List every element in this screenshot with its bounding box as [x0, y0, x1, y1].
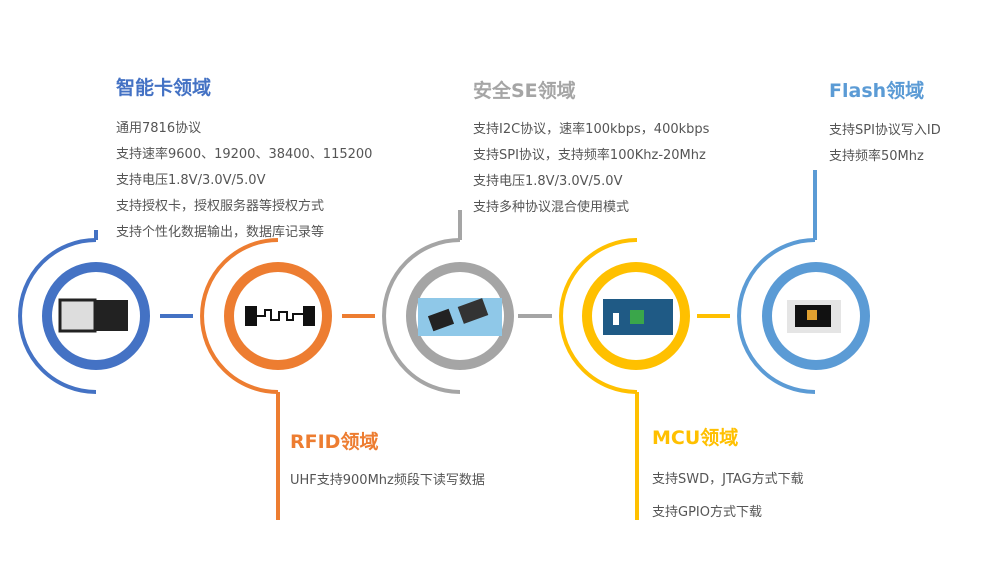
mcu-features: 支持SWD，JTAG方式下载 支持GPIO方式下载 — [652, 463, 804, 529]
feature: 支持授权卡，授权服务器等授权方式 — [116, 199, 325, 214]
flash-title: Flash领域 — [829, 80, 925, 102]
feature: 支持频率50Mhz — [829, 149, 924, 164]
se-node — [382, 210, 552, 394]
feature: 支持速率9600、19200、38400、115200 — [116, 147, 373, 162]
smartcard-node — [18, 230, 193, 394]
feature: 支持I2C协议，速率100kbps，400kbps — [473, 122, 710, 137]
flash-chip-image — [787, 300, 841, 333]
smartcard-arc — [18, 238, 97, 394]
feature: 支持GPIO方式下载 — [652, 505, 762, 520]
feature: 支持个性化数据输出，数据库记录等 — [116, 225, 325, 240]
feature: 支持SPI协议，支持频率100Khz-20Mhz — [473, 148, 706, 163]
feature: 支持SPI协议写入ID — [829, 123, 941, 138]
feature: 通用7816协议 — [116, 121, 202, 136]
rfid-tag-image — [245, 306, 315, 326]
mcu-board-image — [603, 299, 673, 335]
feature: 支持SWD，JTAG方式下载 — [652, 472, 804, 487]
se-title: 安全SE领域 — [473, 80, 576, 102]
smartcard-ring — [42, 262, 150, 370]
feature: 支持电压1.8V/3.0V/5.0V — [116, 173, 266, 188]
rfid-node — [200, 238, 375, 520]
feature: UHF支持900Mhz频段下读写数据 — [290, 473, 485, 488]
flash-node — [737, 170, 870, 394]
flash-features: 支持SPI协议写入ID 支持频率50Mhz — [829, 118, 941, 170]
rfid-features: UHF支持900Mhz频段下读写数据 — [290, 468, 485, 494]
se-features: 支持I2C协议，速率100kbps，400kbps 支持SPI协议，支持频率10… — [473, 117, 709, 221]
se-chip-image — [418, 298, 502, 336]
rfid-title: RFID领域 — [290, 431, 379, 453]
feature: 支持多种协议混合使用模式 — [473, 200, 630, 215]
feature: 支持电压1.8V/3.0V/5.0V — [473, 174, 623, 189]
mcu-title: MCU领域 — [652, 427, 739, 449]
smartcard-chip-image — [58, 298, 128, 333]
smartcard-title: 智能卡领域 — [116, 77, 212, 99]
smartcard-features: 通用7816协议 支持速率9600、19200、38400、115200 支持电… — [116, 116, 372, 246]
mcu-node — [559, 238, 730, 520]
